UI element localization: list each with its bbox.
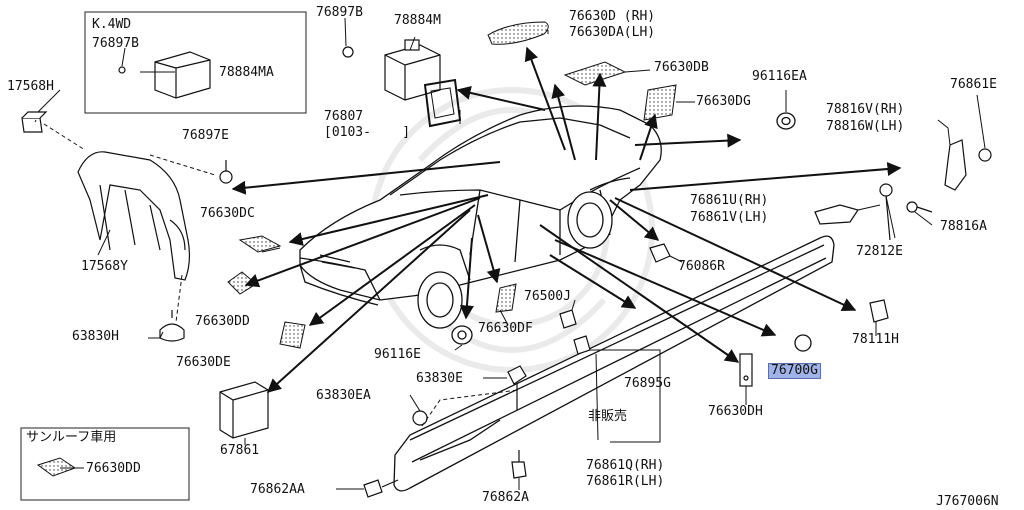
pointer-arrows <box>231 46 902 393</box>
part-76630DG-pad <box>643 84 677 121</box>
wheel-front <box>417 271 463 329</box>
label-76861E: 76861E <box>950 77 997 92</box>
label-76897E: 76897E <box>182 128 229 143</box>
label-76807-note: [0103- ] <box>324 125 411 140</box>
part-76630D-pad <box>487 21 549 45</box>
part-67861-block <box>219 381 269 439</box>
label-76861U: 76861U(RH) <box>690 193 769 208</box>
part-78816V-bracket <box>944 139 967 191</box>
part-78884M-module <box>384 39 441 101</box>
part-76630DB-pad <box>563 61 627 86</box>
part-76630DD-inset-pad <box>36 457 77 477</box>
part-76700G-grommet <box>794 334 812 352</box>
part-78884MA-module <box>154 51 211 99</box>
part-78816A-screw <box>906 201 933 213</box>
label-76630DH: 76630DH <box>708 404 763 419</box>
label-76500J: 76500J <box>524 289 571 304</box>
part-63830EA-clip <box>412 410 428 426</box>
inset-sunroof-frame <box>20 427 190 501</box>
inset-4wd-frame <box>84 11 307 114</box>
label-76630DG: 76630DG <box>696 94 751 109</box>
label-76630DD: 76630DD <box>195 314 250 329</box>
fender-liner <box>77 151 191 281</box>
inset-sunroof-title: サンルーフ車用 <box>26 430 117 445</box>
part-76630DF-pad <box>495 283 517 313</box>
part-76861U-clip <box>814 204 859 225</box>
label-not-for-sale: 非販売 <box>588 409 628 424</box>
label-76807: 76807 <box>324 109 364 124</box>
inset-4wd-title: K.4WD <box>92 17 132 32</box>
label-63830H: 63830H <box>72 329 119 344</box>
part-63830E-clip <box>507 365 527 410</box>
label-63830E: 63830E <box>416 371 463 386</box>
label-63830EA: 63830EA <box>316 388 371 403</box>
label-96116E: 96116E <box>374 347 421 362</box>
label-67861: 67861 <box>220 443 260 458</box>
label-78884M: 78884M <box>394 13 441 28</box>
part-78111H-clip <box>869 299 889 323</box>
part-76862A-screw <box>511 450 527 479</box>
part-76630DC-pad <box>238 235 282 253</box>
label-76862AA: 76862AA <box>250 482 305 497</box>
part-72812E-clip <box>879 183 893 241</box>
part-76862AA-screw <box>363 479 399 498</box>
label-76630D: 76630D (RH) <box>569 9 656 24</box>
label-76086R: 76086R <box>678 259 725 274</box>
label-17568Y: 17568Y <box>81 259 128 274</box>
label-72812E: 72812E <box>856 244 903 259</box>
label-78816V: 78816V(RH) <box>826 102 905 117</box>
label-76897B: 76897B <box>316 5 363 20</box>
part-17568H-clip <box>21 111 48 133</box>
label-78111H: 78111H <box>852 332 899 347</box>
label-76630DA: 76630DA(LH) <box>569 25 656 40</box>
label-76862A: 76862A <box>482 490 529 505</box>
part-76861E-clip <box>978 148 992 162</box>
part-76897B-grommet <box>118 46 354 74</box>
label-17568H: 17568H <box>7 79 54 94</box>
label-76897B-inset: 76897B <box>92 36 139 51</box>
part-96116EA-grommet <box>776 112 796 130</box>
part-76630DH-strip <box>739 353 753 387</box>
label-76861Q: 76861Q(RH) <box>586 458 665 473</box>
part-76500J-clip <box>559 309 577 329</box>
label-76630DE: 76630DE <box>176 355 231 370</box>
label-76895G: 76895G <box>624 376 671 391</box>
label-78816A: 78816A <box>940 219 987 234</box>
part-76897E-screw <box>219 160 233 184</box>
leader-lines <box>34 17 986 490</box>
label-76861V: 76861V(LH) <box>690 210 769 225</box>
part-76086R-clip <box>649 243 671 263</box>
label-76630DC: 76630DC <box>200 206 255 221</box>
label-76630DF: 76630DF <box>478 321 533 336</box>
label-96116EA: 96116EA <box>752 69 807 84</box>
part-76630DE-pad <box>279 321 306 349</box>
part-63830H-clip <box>159 310 185 342</box>
label-78816W: 78816W(LH) <box>826 119 905 134</box>
label-76630DD-inset: 76630DD <box>86 461 141 476</box>
label-76700G-highlight[interactable]: 76700G <box>768 363 821 379</box>
label-76861R: 76861R(LH) <box>586 474 665 489</box>
diagram-code: J767006N <box>936 494 999 509</box>
wheel-rear <box>567 191 613 249</box>
side-sill-molding <box>393 235 835 492</box>
label-76630DB: 76630DB <box>654 60 709 75</box>
part-96116E-grommet <box>451 325 473 345</box>
label-78884MA: 78884MA <box>219 65 274 80</box>
